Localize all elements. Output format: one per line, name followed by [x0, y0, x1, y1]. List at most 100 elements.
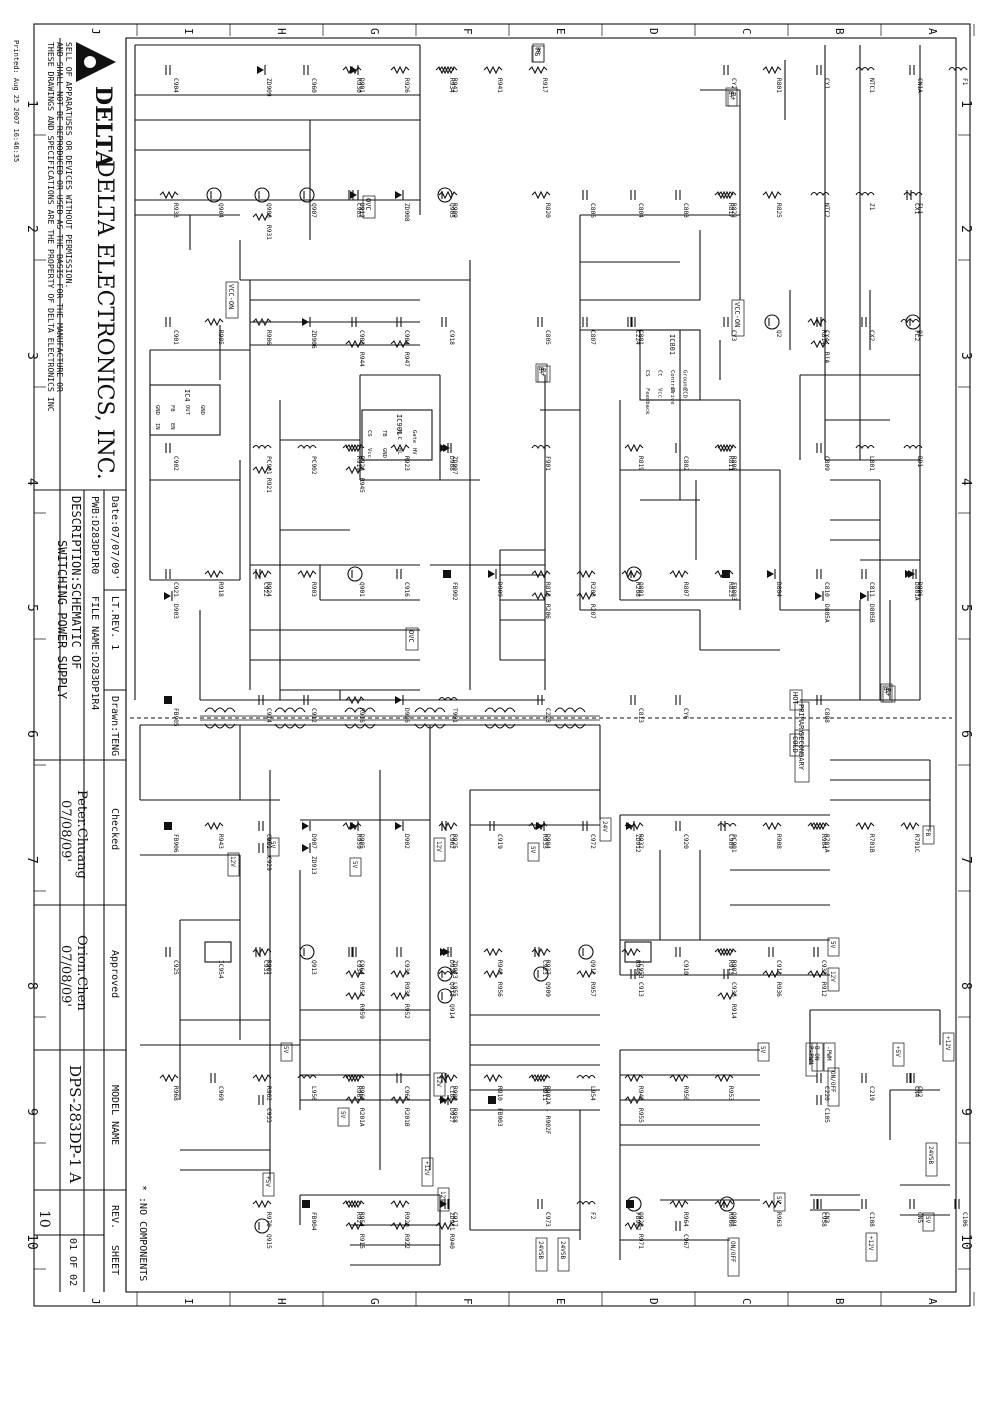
component-ref: R942	[451, 78, 458, 93]
grid-letter-top: F	[461, 28, 474, 35]
svg-text:PS: PS	[534, 47, 541, 55]
component-ref: C934	[355, 960, 362, 975]
rail-tag-12v: +12V	[942, 1032, 955, 1062]
rail-label-vcc-on-ic4: VCC-ON	[225, 281, 239, 319]
svg-text:Control: Control	[669, 370, 675, 393]
component-bd1: BD1	[903, 444, 923, 467]
svg-text:5V: 5V	[924, 1216, 931, 1224]
rail-label-ovc-bottom: OVC	[405, 627, 419, 651]
component-ref: C964	[358, 960, 365, 975]
component-r963: R963	[762, 1199, 782, 1227]
svg-text:N.C: N.C	[396, 430, 402, 440]
component-r934: R934	[435, 65, 455, 93]
component-fb903: FB903	[488, 1096, 503, 1127]
component-ref: C930	[403, 960, 410, 975]
component-ref: R923	[403, 456, 410, 471]
component-r911: R911	[528, 1073, 548, 1101]
svg-text:Vcc: Vcc	[657, 388, 663, 398]
svg-text:5V: 5V	[529, 846, 536, 854]
component-ref: D909	[496, 582, 503, 597]
grid-letter-top: G	[368, 28, 381, 35]
component-f2: F2	[576, 1200, 596, 1220]
svg-text:Gate: Gate	[411, 430, 417, 443]
component-ref: R701B	[868, 834, 875, 853]
component-q1: Q1	[905, 314, 923, 338]
component-r208: R208	[621, 569, 641, 597]
component-cn3: CN3	[816, 1199, 830, 1223]
component-c972: C972	[582, 821, 596, 849]
component-ref: C904	[172, 78, 179, 93]
component-ref: C807	[589, 330, 596, 345]
grid-number-right: 1	[958, 100, 973, 108]
component-r915: R915	[345, 1221, 365, 1249]
component-ref: Q1	[916, 330, 923, 338]
component-ref: R903	[310, 582, 317, 597]
component-r945: R945	[345, 465, 365, 493]
component-r962: R962	[252, 1073, 272, 1101]
component-ref: BD1	[916, 456, 923, 467]
rail-tag-5v: 5V	[827, 937, 840, 957]
component-ref: R1A	[823, 352, 830, 363]
component-c106: C106	[954, 1199, 968, 1227]
component-d907: D907	[302, 821, 317, 849]
svg-text:IC901: IC901	[395, 414, 403, 435]
sheet-label: SHEET	[109, 1245, 120, 1275]
rail-tag-12v: 12V	[437, 1187, 450, 1212]
component-r968: R968	[159, 1073, 179, 1101]
component-ref: R808	[730, 456, 737, 471]
component-r940: R940	[435, 1221, 455, 1249]
component-ref: CN3	[823, 1212, 830, 1223]
component-r955: R955	[624, 1095, 644, 1123]
grid-number-left: 5	[24, 604, 39, 612]
component-ref: FB803	[730, 582, 737, 601]
component-ref: D905	[358, 834, 365, 849]
component-r910: R910	[483, 1073, 503, 1101]
component-d805a: D805A	[815, 591, 830, 623]
component-q901: Q901	[347, 566, 365, 597]
svg-text:VCC-ON: VCC-ON	[733, 302, 741, 327]
component-r922: R922	[390, 1221, 410, 1249]
component-r930: R930	[342, 65, 362, 93]
component-c901: C901	[165, 317, 179, 345]
rail-tag-pwm: -PWM	[823, 1042, 836, 1072]
component-ref: R932	[637, 834, 644, 849]
component-c904b: C904	[396, 317, 410, 345]
component-cy6: CY6	[675, 695, 689, 719]
component-ref: C909	[727, 834, 734, 849]
component-r816: R816	[531, 569, 551, 597]
approved-by: Orion.Chen	[74, 935, 89, 1011]
component-ref: L954	[589, 1086, 596, 1101]
component-ref: Q911	[448, 982, 455, 997]
component-r907: R907	[717, 947, 737, 975]
component-ref: R816	[544, 582, 551, 597]
component-ref: C108	[868, 1212, 875, 1227]
component-ref: D806	[916, 582, 923, 597]
rail-tag-5v: 5V	[280, 1042, 293, 1062]
component-ref: R924	[265, 582, 272, 597]
component-ref: R946	[634, 960, 641, 975]
component-cx2: CX2	[861, 317, 875, 341]
component-r1a: R1A	[810, 339, 830, 363]
component-ref: Q904	[730, 1212, 737, 1227]
component-r207: R207	[576, 591, 596, 619]
component-q920: Q920	[626, 1196, 644, 1227]
component-ref: C902	[172, 456, 179, 471]
component-ref: C972	[589, 834, 596, 849]
component-l956: L956	[297, 1074, 317, 1101]
component-r926: R926	[390, 65, 410, 93]
component-d902: D902	[395, 821, 410, 849]
grid-number-left: 7	[24, 856, 39, 864]
component-c925: C925	[165, 947, 179, 975]
component-ref: R917	[541, 78, 548, 93]
svg-text:24VSB: 24VSB	[927, 1146, 934, 1164]
component-ref: C220	[823, 1086, 830, 1101]
svg-text:+12V: +12V	[423, 1161, 430, 1176]
component-ref: R825	[775, 203, 782, 218]
svg-text:12V: 12V	[829, 971, 836, 982]
svg-text:B+: B+	[882, 687, 889, 695]
